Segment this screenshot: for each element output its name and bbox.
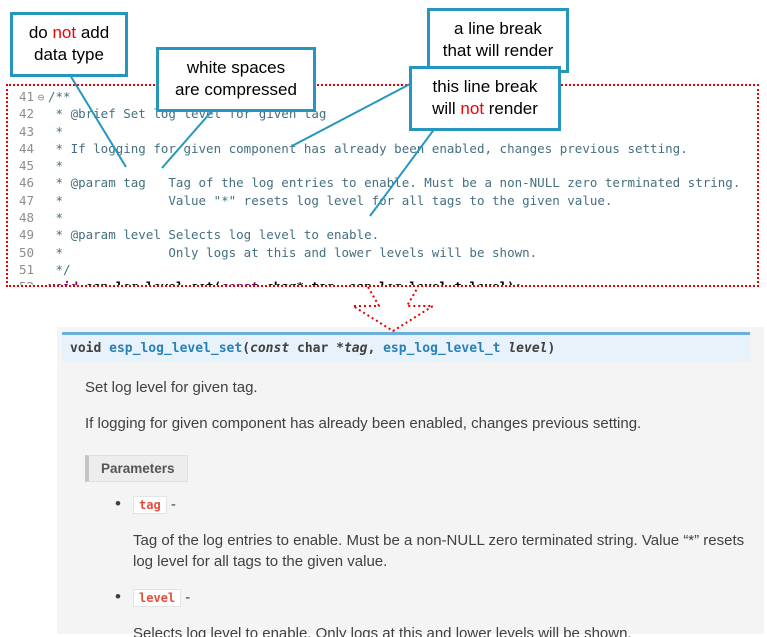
code-text: * Value "*" resets log level for all tag… <box>48 192 613 208</box>
code-line: 49 * @param level Selects log level to e… <box>10 227 757 244</box>
line-number: 45 <box>18 158 34 174</box>
fold-gutter <box>34 107 48 123</box>
callout-text: add <box>76 23 110 42</box>
fold-collapse-icon[interactable]: ⊖ <box>37 91 45 104</box>
line-number: 47 <box>18 192 34 208</box>
parameter-head: tag - <box>133 495 750 515</box>
fold-gutter <box>34 246 48 262</box>
parameter-item: level - Selects log level to enable. Only… <box>115 587 750 637</box>
signature-text: ( <box>242 341 251 356</box>
callout-line-break-renders: a line break that will render <box>427 8 569 73</box>
line-number: 52 <box>18 279 34 287</box>
param-dash: - <box>166 496 176 513</box>
parameters-list: tag - Tag of the log entries to enable. M… <box>85 494 750 637</box>
fold-gutter <box>34 142 48 158</box>
code-line: 51 */ <box>10 262 757 279</box>
line-number: 46 <box>18 175 34 191</box>
line-number: 44 <box>18 140 34 156</box>
code-text: * @param level Selects log level to enab… <box>48 227 380 243</box>
param-type-link[interactable]: esp_log_level_t <box>383 341 501 356</box>
param-dash: - <box>181 589 191 606</box>
callout-text: white spaces <box>186 58 286 77</box>
line-number: 43 <box>18 123 34 139</box>
signature-text: void <box>70 341 110 356</box>
param-name-literal: level <box>133 589 182 607</box>
callout-text: render <box>484 99 538 119</box>
callout-text: are compressed <box>175 80 297 100</box>
fold-gutter <box>34 211 48 227</box>
signature-text: , <box>367 341 384 356</box>
callout-text: data type <box>34 45 104 65</box>
signature-text: tag <box>343 341 368 356</box>
line-number: 51 <box>18 261 34 277</box>
code-line: 42 * @brief Set log level for given tag <box>10 106 757 123</box>
parameters-label: Parameters <box>85 455 188 482</box>
fold-gutter <box>34 176 48 192</box>
code-line: 46 * @param tag Tag of the log entries t… <box>10 175 757 192</box>
param-name-literal: tag <box>133 496 167 514</box>
fold-gutter <box>34 263 48 279</box>
line-number: 49 <box>18 227 34 243</box>
doc-brief: Set log level for given tag. <box>85 379 258 396</box>
code-line: 47 * Value "*" resets log level for all … <box>10 193 757 210</box>
signature-text: const <box>250 341 290 356</box>
callout-no-data-type: do not add data type <box>10 12 128 77</box>
code-lines: 41⊖/**42 * @brief Set log level for give… <box>10 89 757 287</box>
code-line: 43 * <box>10 124 757 141</box>
code-text: /** <box>48 89 71 104</box>
function-signature: void esp_log_level_set(const char *tag, … <box>62 332 750 362</box>
code-text: */ <box>48 261 71 277</box>
callout-line-break-no-render: this line break will not render <box>409 66 561 131</box>
code-editor-snippet: 41⊖/**42 * @brief Set log level for give… <box>6 84 759 287</box>
callout-text: not <box>460 99 485 119</box>
callout-text: will <box>432 99 461 119</box>
code-text: * <box>48 158 64 174</box>
callout-whitespace-compressed: white spaces are compressed <box>156 47 316 112</box>
code-line: 44 * If logging for given component has … <box>10 141 757 158</box>
param-description: Tag of the log entries to enable. Must b… <box>133 532 745 570</box>
code-line: 45 * <box>10 158 757 175</box>
fold-gutter <box>34 194 48 210</box>
code-text: void esp_log_level_set(const char* tag, … <box>48 279 523 287</box>
rendered-docs-panel: void esp_log_level_set(const char *tag, … <box>57 327 764 637</box>
fold-gutter <box>34 125 48 141</box>
line-number: 42 <box>18 106 34 122</box>
signature-text: ) <box>547 341 556 356</box>
line-number: 48 <box>18 210 34 226</box>
code-line: 48 * <box>10 210 757 227</box>
code-text: * <box>48 123 64 139</box>
callout-text: not <box>52 23 77 42</box>
code-text: * Only logs at this and lower levels wil… <box>48 244 538 260</box>
doc-body: Set log level for given tag. If logging … <box>62 377 750 637</box>
code-text: * If logging for given component has alr… <box>48 140 688 156</box>
code-text: * <box>48 210 64 226</box>
function-name-link[interactable]: esp_log_level_set <box>109 341 243 356</box>
signature-text: char * <box>289 341 344 356</box>
line-number: 50 <box>18 244 34 260</box>
callout-text: do <box>28 23 53 42</box>
fold-gutter <box>34 280 48 285</box>
code-line: 50 * Only logs at this and lower levels … <box>10 245 757 262</box>
line-number: 41 <box>18 89 34 104</box>
doc-description: If logging for given component has alrea… <box>85 415 642 432</box>
callout-text: that will render <box>442 41 554 61</box>
param-description: Selects log level to enable. Only logs a… <box>133 625 632 637</box>
code-line: 41⊖/** <box>10 89 757 106</box>
fold-gutter <box>34 228 48 244</box>
callout-text: a line break <box>454 19 542 38</box>
fold-gutter <box>34 159 48 175</box>
code-line: 52 void esp_log_level_set(const char* ta… <box>10 279 757 287</box>
parameter-item: tag - Tag of the log entries to enable. M… <box>115 494 750 572</box>
parameter-head: level - <box>133 588 750 608</box>
signature-text: level <box>508 341 548 356</box>
callout-text: this line break <box>432 77 538 96</box>
code-text: * @param tag Tag of the log entries to e… <box>48 175 741 191</box>
